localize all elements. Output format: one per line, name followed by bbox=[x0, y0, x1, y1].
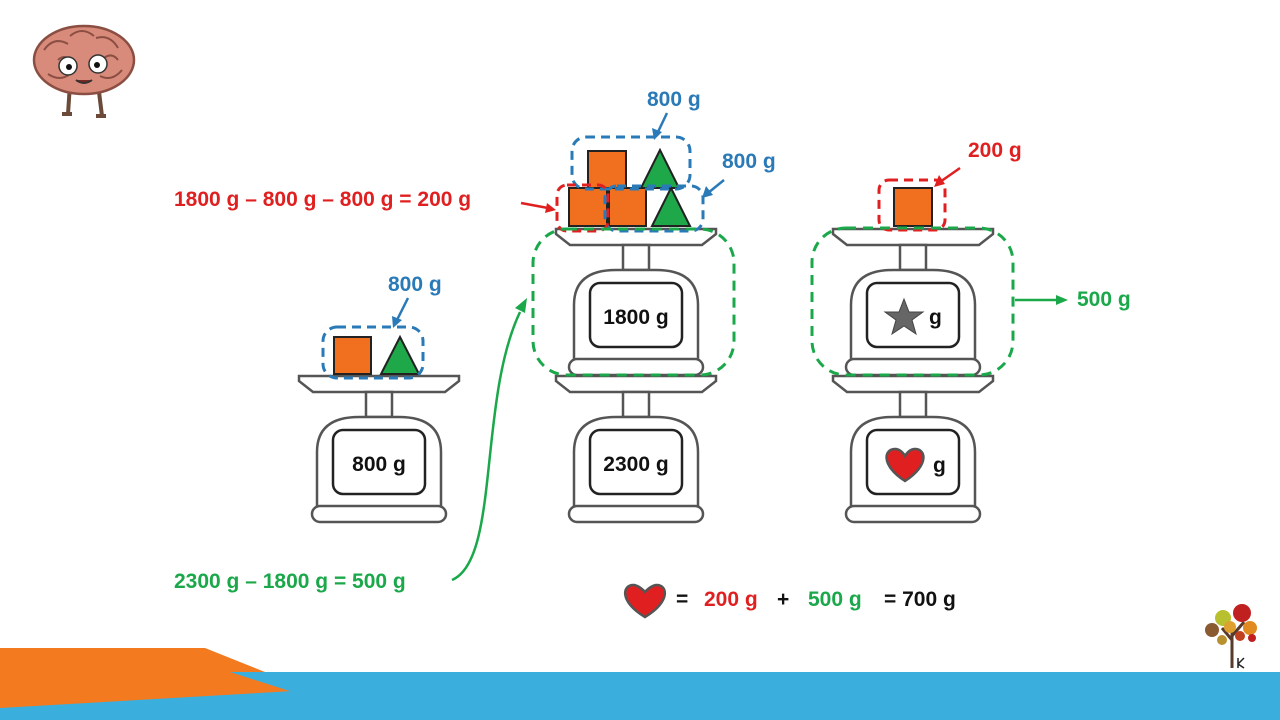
green-triangle bbox=[639, 147, 681, 189]
red-calculation: 1800 g – 800 g – 800 g = 200 g bbox=[174, 188, 472, 211]
scale-3-upper-label: 500 g bbox=[1077, 288, 1131, 311]
green-calculation: 2300 g – 1800 g = 500 g bbox=[174, 570, 406, 593]
orange-square bbox=[587, 150, 627, 189]
scale-3-lower-unit: g bbox=[933, 454, 946, 477]
scale-2-lower bbox=[554, 374, 718, 524]
scale-2-side-group-label: 800 g bbox=[722, 150, 776, 173]
equation-green-value: 500 g bbox=[808, 588, 862, 611]
orange-square bbox=[893, 187, 933, 227]
equation-plus: + bbox=[777, 588, 790, 611]
red-group-box bbox=[877, 178, 947, 232]
heart-icon bbox=[624, 583, 666, 619]
orange-square bbox=[608, 187, 647, 227]
tree-logo-icon bbox=[1205, 604, 1257, 669]
blue-group-box-side bbox=[603, 184, 705, 233]
equation-equals: = bbox=[676, 588, 689, 611]
heart-icon bbox=[885, 447, 925, 483]
orange-square bbox=[568, 187, 608, 227]
blue-group-box bbox=[321, 325, 425, 380]
scale-1-group-label: 800 g bbox=[388, 273, 442, 296]
blue-group-box-top bbox=[570, 135, 692, 191]
equation-red-value: 200 g bbox=[704, 588, 758, 611]
equation-result: = 700 g bbox=[884, 588, 956, 611]
scale-2-upper bbox=[554, 227, 718, 377]
scale-3-upper bbox=[831, 227, 995, 377]
scale-2-upper-reading: 1800 g bbox=[603, 306, 669, 329]
orange-square bbox=[333, 336, 372, 375]
green-triangle bbox=[650, 185, 692, 227]
brain-mascot-icon bbox=[32, 24, 136, 118]
scale-1 bbox=[297, 374, 461, 524]
scale-2-top-group-label: 800 g bbox=[647, 88, 701, 111]
scale-3-square-label: 200 g bbox=[968, 139, 1022, 162]
green-group-box bbox=[531, 227, 736, 377]
green-group-box bbox=[810, 226, 1015, 377]
bottom-banner bbox=[0, 648, 1280, 720]
scale-3-upper-unit: g bbox=[929, 306, 942, 329]
scale-1-reading: 800 g bbox=[352, 453, 406, 476]
scale-2-lower-reading: 2300 g bbox=[603, 453, 669, 476]
green-triangle bbox=[379, 334, 421, 375]
star-icon bbox=[883, 297, 925, 336]
red-group-box bbox=[555, 183, 610, 233]
